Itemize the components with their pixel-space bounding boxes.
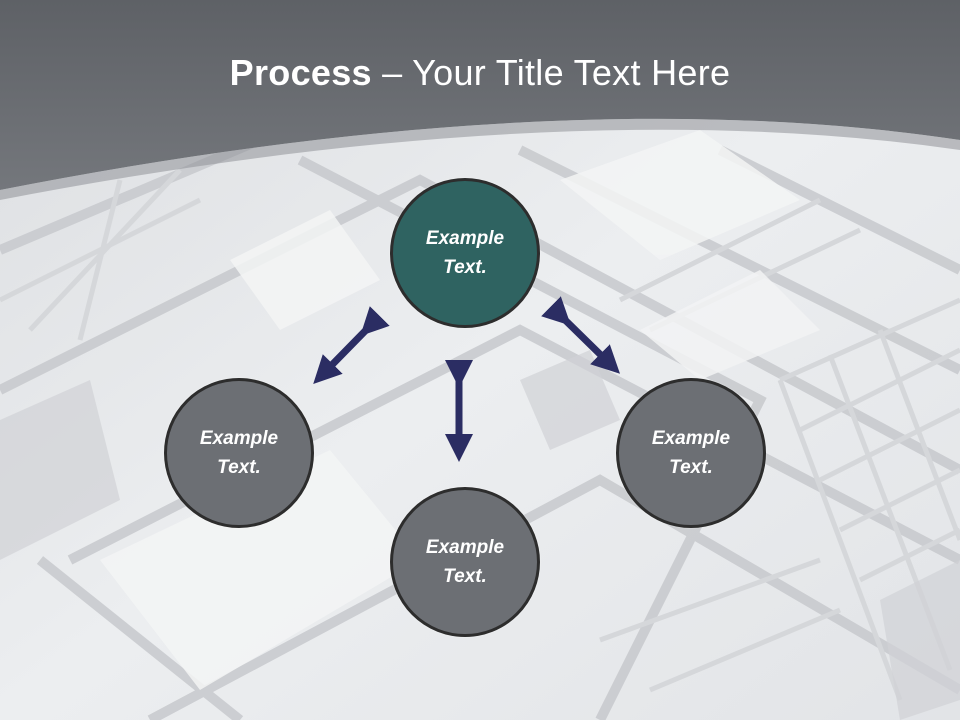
process-node-right: Example Text. (616, 378, 766, 528)
process-node-top: Example Text. (390, 178, 540, 328)
title-rest: – Your Title Text Here (371, 52, 731, 93)
node-left-label: Example Text. (199, 428, 279, 478)
node-bottom-label: Example Text. (425, 537, 505, 587)
node-top-label: Example Text. (425, 228, 505, 278)
process-node-bottom: Example Text. (390, 487, 540, 637)
process-node-left: Example Text. (164, 378, 314, 528)
node-right-label: Example Text. (651, 428, 731, 478)
arrow-top-right (541, 296, 621, 374)
title-bold: Process (229, 52, 372, 93)
slide-title: Process – Your Title Text Here (0, 52, 960, 94)
arrow-top-left (313, 306, 390, 385)
